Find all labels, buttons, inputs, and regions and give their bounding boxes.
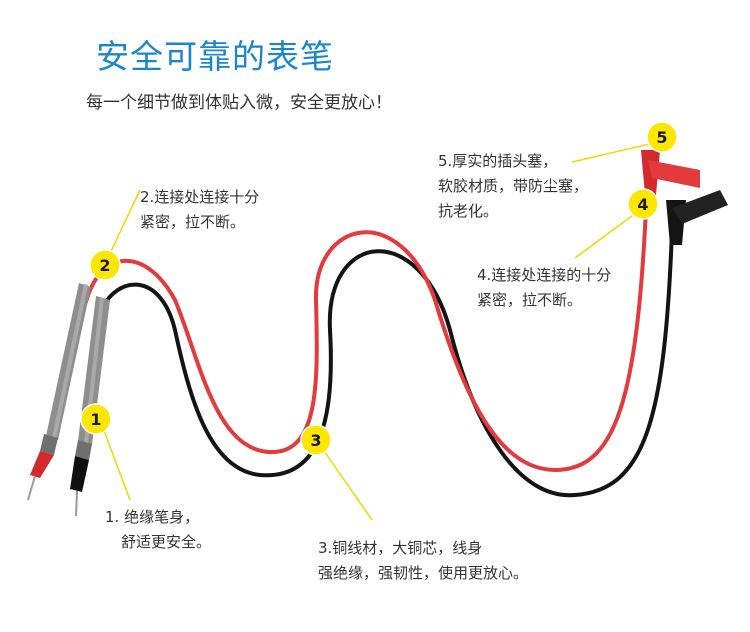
badge-3: 3 bbox=[300, 424, 332, 456]
annotation-4: 4.连接处连接的十分 紧密，拉不断。 bbox=[477, 263, 611, 313]
callout-line-2 bbox=[105, 189, 141, 263]
page-subtitle: 每一个细节做到体贴入微，安全更放心！ bbox=[86, 93, 392, 113]
badge-5: 5 bbox=[646, 121, 678, 153]
callout-line-1 bbox=[102, 427, 131, 501]
annotation-1-line-2: 舒适更安全。 bbox=[121, 533, 212, 551]
red-plug bbox=[641, 150, 700, 195]
annotation-2: 2.连接处连接十分 紧密，拉不断。 bbox=[140, 185, 259, 235]
svg-text:5: 5 bbox=[656, 128, 667, 147]
black-cable bbox=[96, 228, 674, 498]
annotation-2-line-2: 紧密，拉不断。 bbox=[140, 213, 246, 231]
annotation-3-line-1: 3.铜线材，大铜芯，线身 bbox=[318, 539, 483, 557]
annotation-5-line-1: 5.厚实的插头塞， bbox=[438, 152, 558, 170]
badge-1: 1 bbox=[80, 403, 112, 435]
annotation-5: 5.厚实的插头塞， 软胶材质，带防尘塞， 抗老化。 bbox=[438, 149, 588, 224]
badge-4: 4 bbox=[627, 188, 659, 220]
annotation-3-line-2: 强绝缘，强韧性，使用更放心。 bbox=[318, 564, 529, 582]
annotation-4-line-1: 4.连接处连接的十分 bbox=[477, 266, 612, 284]
red-cable bbox=[84, 158, 650, 473]
badge-2: 2 bbox=[89, 249, 121, 281]
svg-text:1: 1 bbox=[90, 410, 101, 429]
annotation-4-line-2: 紧密，拉不断。 bbox=[477, 291, 583, 309]
annotation-1: 1. 绝缘笔身， 舒适更安全。 bbox=[105, 505, 211, 555]
black-plug bbox=[666, 190, 728, 245]
annotation-2-line-1: 2.连接处连接十分 bbox=[140, 188, 260, 206]
annotation-3: 3.铜线材，大铜芯，线身 强绝缘，强韧性，使用更放心。 bbox=[318, 536, 528, 586]
svg-text:4: 4 bbox=[637, 195, 648, 214]
callout-line-4 bbox=[574, 209, 641, 259]
annotation-5-line-2: 软胶材质，带防尘塞， bbox=[438, 177, 589, 195]
svg-text:3: 3 bbox=[310, 431, 321, 450]
page-title: 安全可靠的表笔 bbox=[96, 37, 334, 76]
annotation-1-line-1: 1. 绝缘笔身， bbox=[105, 508, 200, 526]
svg-text:2: 2 bbox=[99, 256, 110, 275]
annotation-5-line-3: 抗老化。 bbox=[438, 202, 499, 220]
callout-line-5 bbox=[571, 141, 659, 163]
callout-line-3 bbox=[321, 447, 373, 521]
red-probe bbox=[27, 283, 91, 501]
